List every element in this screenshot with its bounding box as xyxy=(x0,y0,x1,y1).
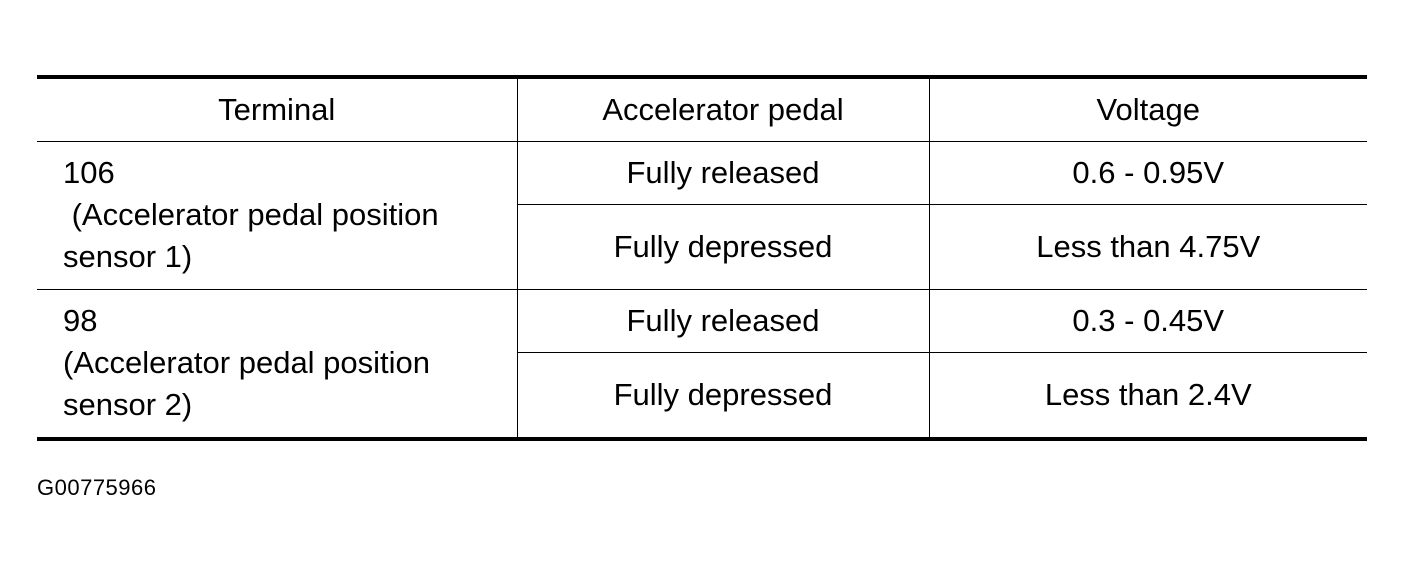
terminal-description: (Accelerator pedal position xyxy=(63,344,431,380)
pedal-state-cell: Fully released xyxy=(516,289,930,353)
table-row: 98 (Accelerator pedal position sensor 2)… xyxy=(37,289,1367,440)
pedal-state-cell: Fully released xyxy=(516,141,930,205)
terminal-cell-98: 98 (Accelerator pedal position sensor 2) xyxy=(37,289,518,440)
terminal-voltage-table: Terminal Accelerator pedal Voltage 106 (… xyxy=(37,75,1367,441)
table-row: 106 (Accelerator pedal position sensor 1… xyxy=(37,141,1367,290)
terminal-description: sensor 2) xyxy=(63,386,193,422)
table-row: Fully depressed Less than 2.4V xyxy=(37,352,1367,439)
table-header-row: Terminal Accelerator pedal Voltage xyxy=(37,77,1367,142)
pedal-state-cell: Fully depressed xyxy=(517,204,930,290)
terminal-description: (Accelerator pedal position xyxy=(63,196,439,232)
table-row: Fully depressed Less than 4.75V xyxy=(37,204,1367,290)
pedal-state-cell: Fully depressed xyxy=(517,352,930,439)
voltage-cell: Less than 2.4V xyxy=(928,352,1367,439)
figure-id: G00775966 xyxy=(37,475,157,500)
terminal-number: 98 xyxy=(63,303,98,338)
terminal-number: 106 xyxy=(63,155,115,190)
header-terminal: Terminal xyxy=(37,77,518,142)
header-voltage: Voltage xyxy=(928,77,1367,142)
terminal-description: sensor 1) xyxy=(63,238,193,274)
voltage-cell: 0.6 - 0.95V xyxy=(928,141,1367,205)
voltage-cell: 0.3 - 0.45V xyxy=(928,289,1367,353)
voltage-cell: Less than 4.75V xyxy=(928,204,1367,290)
header-accelerator-pedal: Accelerator pedal xyxy=(516,77,930,142)
terminal-cell-106: 106 (Accelerator pedal position sensor 1… xyxy=(37,141,518,290)
